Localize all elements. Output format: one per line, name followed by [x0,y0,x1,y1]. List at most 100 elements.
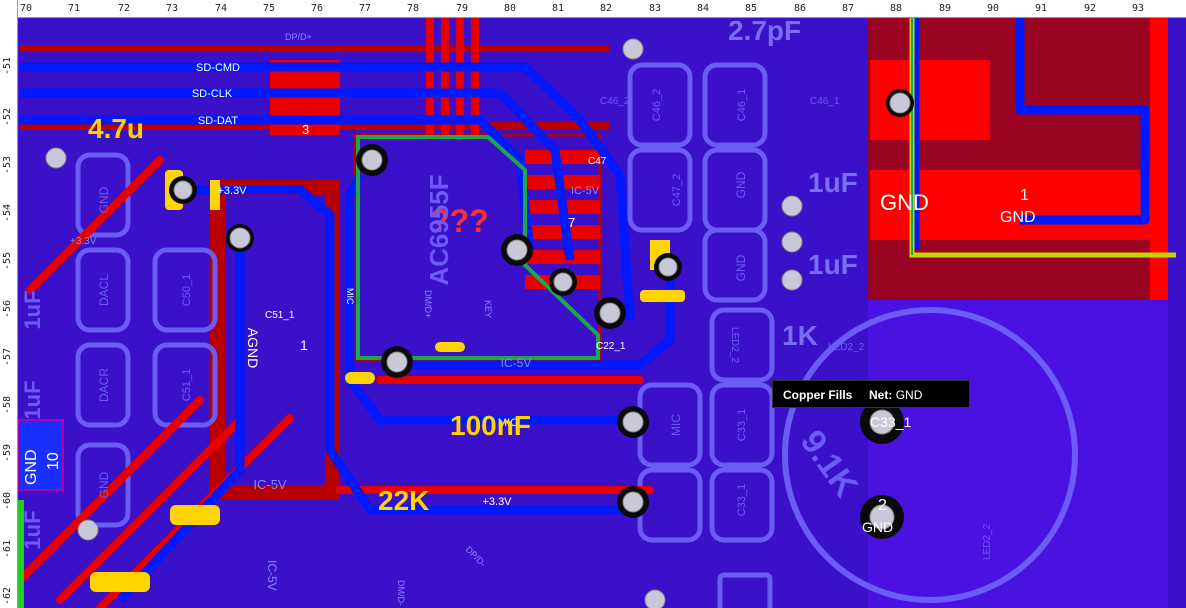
ruler-tick-m52: -52 [2,107,13,126]
net-label-ic5v: IC-5V [253,477,287,492]
ruler-tick-75: 75 [263,3,276,14]
net-label-ic5v-b: IC-5V [501,356,532,370]
pad-2-gnd-label: GND [862,519,893,535]
ruler-tick-93: 93 [1132,3,1145,14]
net-label-ic5v-bot: IC-5V [265,560,279,591]
ruler-tick-89: 89 [939,3,952,14]
ruler-tick-79: 79 [456,3,469,14]
ruler-tick-m55: -55 [2,251,13,270]
label-1uf-b: 1uF [808,249,858,280]
ruler-tick-77: 77 [359,3,372,14]
pad-c51-1b: C51_1 [265,310,295,321]
pad-c46-2b: C46_2 [600,96,630,107]
pad-c51-1: C51_1 [181,369,193,401]
ruler-tick-m62: -62 [2,586,13,605]
pad-c33-1c: C33_1 [736,484,748,516]
ruler-tick-78: 78 [407,3,420,14]
pad-led2-2c: LED2_2 [982,523,993,560]
net-label-mic: MIC [498,417,518,429]
label-chip: AC6955F [424,174,454,285]
net-label-sd-cmd: SD-CMD [196,62,240,74]
left-1uf-c: 1uF [20,510,45,549]
label-gnd-right: GND [1000,209,1036,226]
ruler-tick-76: 76 [311,3,324,14]
pad-dacl: DACL [97,274,111,306]
left-gnd-box [17,419,64,491]
pad-c47: C47 [588,156,607,167]
net-label-sd-clk: SD-CLK [192,88,233,100]
label-22k: 22K [378,485,429,516]
ruler-tick-m59: -59 [2,443,13,462]
ruler-tick-84: 84 [697,3,710,14]
ruler-tick-80: 80 [504,3,517,14]
pad-num-1: 1 [300,337,308,353]
ruler-tick-92: 92 [1084,3,1097,14]
pad-c22-1: C22_1 [596,341,626,352]
pad-c33-1b: C33_1 [736,409,748,441]
label-gnd-big: GND [880,190,929,215]
left-1uf-a: 1uF [20,290,45,329]
pad-num-7: 7 [568,215,575,230]
left-1uf-b: 1uF [20,380,45,419]
ruler-tick-m57: -57 [2,347,13,366]
pad-c33-1: C33_1 [870,414,911,430]
net-label-key: KEY [483,300,493,318]
net-label-sd-dat: SD-DAT [198,115,238,127]
net-label-dp-top: DP/D+ [285,32,312,42]
pad-num-3: 3 [302,122,309,137]
question-marks: ??? [430,203,489,239]
ruler-tick-m56: -56 [2,299,13,318]
pad-c46-1: C46_1 [736,89,748,121]
ruler-tick-87: 87 [842,3,855,14]
component-outlines [75,62,1078,608]
pad-2-gnd-num: 2 [878,497,887,514]
left-box-label-gnd: GND [23,449,40,485]
pad-gnd-3: GND [734,171,748,198]
label-100nf: 100nF [450,410,531,441]
net-labels: SD-CMD SD-CLK SD-DAT +3.3V +3.3V MIC IC-… [70,32,600,508]
ruler-tick-m53: -53 [2,155,13,174]
label-2-7pf: 2.7pF [728,15,801,46]
pad-c46-1b: C46_1 [810,96,840,107]
pad-gnd-1: GND [97,186,111,213]
net-label-3v3-a: +3.3V [217,185,247,197]
ruler-tick-81: 81 [552,3,565,14]
net-label-ic5v-c: IC-5V [571,185,600,197]
ruler-tick-88: 88 [890,3,903,14]
pad-dacr: DACR [97,368,111,402]
tooltip-layer: Copper Fills [783,388,853,402]
hover-tooltip: Copper Fills Net: GND [772,380,970,408]
vias[interactable] [45,38,914,608]
left-box-label-10: 10 [45,452,62,470]
ruler-tick-82: 82 [600,3,613,14]
net-label-dm-bot: DM/D- [396,580,406,606]
net-label-3v3-b: +3.3V [482,496,512,508]
pad-1-right: 1 [1020,187,1029,204]
ruler-horizontal[interactable]: 70 71 72 73 74 75 76 77 78 79 80 81 82 8… [0,0,1186,18]
net-label-dmdp: DM/D+ [423,290,433,318]
ruler-vertical[interactable]: -51 -52 -53 -54 -55 -56 -57 -58 -59 -60 … [0,0,18,608]
ruler-tick-71: 71 [68,3,81,14]
ruler-tick-m60: -60 [2,491,13,510]
tooltip-net-value: GND [895,388,923,402]
pad-led2-2: LED2_2 [729,327,740,364]
ruler-tick-73: 73 [166,3,179,14]
ruler-tick-72: 72 [118,3,131,14]
pad-mic: MIC [669,414,683,436]
net-label-mic-vert: MIC [345,288,355,305]
ruler-tick-90: 90 [987,3,1000,14]
net-label-3v3-left: +3.3V [70,236,97,247]
ruler-tick-m54: -54 [2,203,13,222]
ruler-tick-70: 70 [20,3,33,14]
ruler-tick-85: 85 [745,3,758,14]
ruler-tick-74: 74 [215,3,228,14]
ruler-tick-m61: -61 [2,539,13,558]
tooltip-net-label: Net: [869,388,893,402]
ruler-tick-83: 83 [649,3,662,14]
pad-gnd-4: GND [734,254,748,281]
ruler-tick-86: 86 [794,3,807,14]
pad-led2-2b: LED2_2 [828,342,865,353]
label-agnd: AGND [245,328,261,368]
pad-c50-1: C50_1 [181,274,193,306]
